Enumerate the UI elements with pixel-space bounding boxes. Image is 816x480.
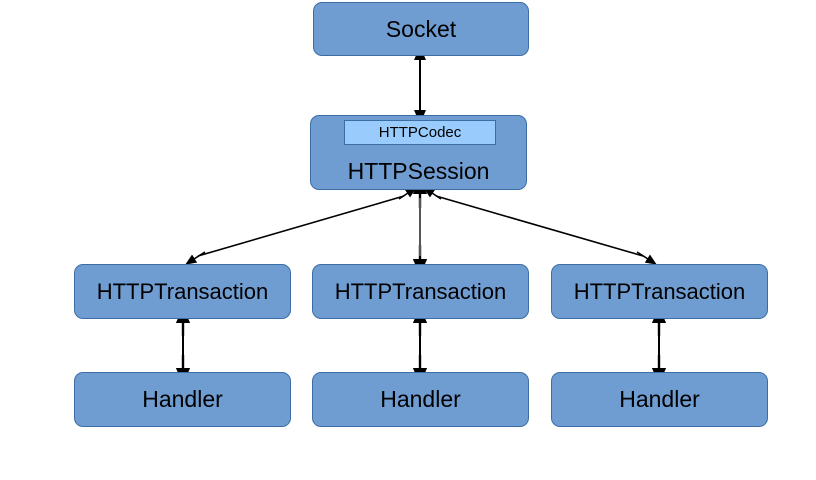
node-httptransaction-1-label: HTTPTransaction [334,278,507,304]
node-httptransaction-0[interactable]: HTTPTransaction [74,264,291,319]
edge-session-transaction-right [423,187,657,265]
node-httpsession[interactable]: HTTPCodec HTTPSession [310,115,527,190]
node-httptransaction-1[interactable]: HTTPTransaction [312,264,529,319]
node-httpsession-label: HTTPSession [347,158,490,184]
node-httptransaction-2[interactable]: HTTPTransaction [551,264,768,319]
node-socket-label: Socket [385,15,457,42]
edge-session-transaction-left [185,187,417,265]
node-handler-0-label: Handler [142,386,223,412]
node-handler-2-label: Handler [619,386,700,412]
node-socket[interactable]: Socket [313,2,529,56]
node-handler-1-label: Handler [380,386,461,412]
node-httptransaction-2-label: HTTPTransaction [573,278,746,304]
node-httpcodec[interactable]: HTTPCodec [344,120,496,145]
node-handler-0[interactable]: Handler [74,372,291,427]
node-handler-2[interactable]: Handler [551,372,768,427]
node-httpcodec-label: HTTPCodec [378,124,462,141]
node-handler-1[interactable]: Handler [312,372,529,427]
node-httptransaction-0-label: HTTPTransaction [96,278,269,304]
